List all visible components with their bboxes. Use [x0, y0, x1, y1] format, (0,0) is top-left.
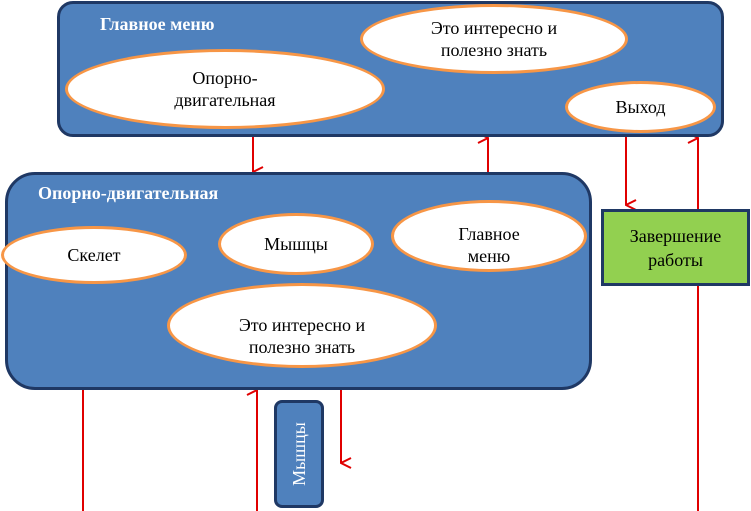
muscles-box[interactable]: Мышцы — [274, 400, 324, 508]
node-skeleton[interactable]: Скелет — [1, 226, 187, 284]
node-exit[interactable]: Выход — [565, 81, 716, 133]
node-interesting-facts-2[interactable]: Это интересно и полезно знать — [167, 283, 437, 368]
node-main-menu[interactable]: Главное меню — [391, 200, 587, 272]
end-work-box[interactable]: Завершение работы — [601, 209, 750, 286]
main-menu-title: Главное меню — [100, 14, 215, 34]
node-interesting-facts[interactable]: Это интересно и полезно знать — [360, 4, 628, 74]
motor-section-title: Опорно-двигательная — [38, 183, 219, 203]
muscles-box-label: Мышцы — [289, 422, 309, 486]
node-muscles[interactable]: Мышцы — [218, 213, 374, 275]
node-motor-system[interactable]: Опорно- двигательная — [65, 49, 385, 129]
